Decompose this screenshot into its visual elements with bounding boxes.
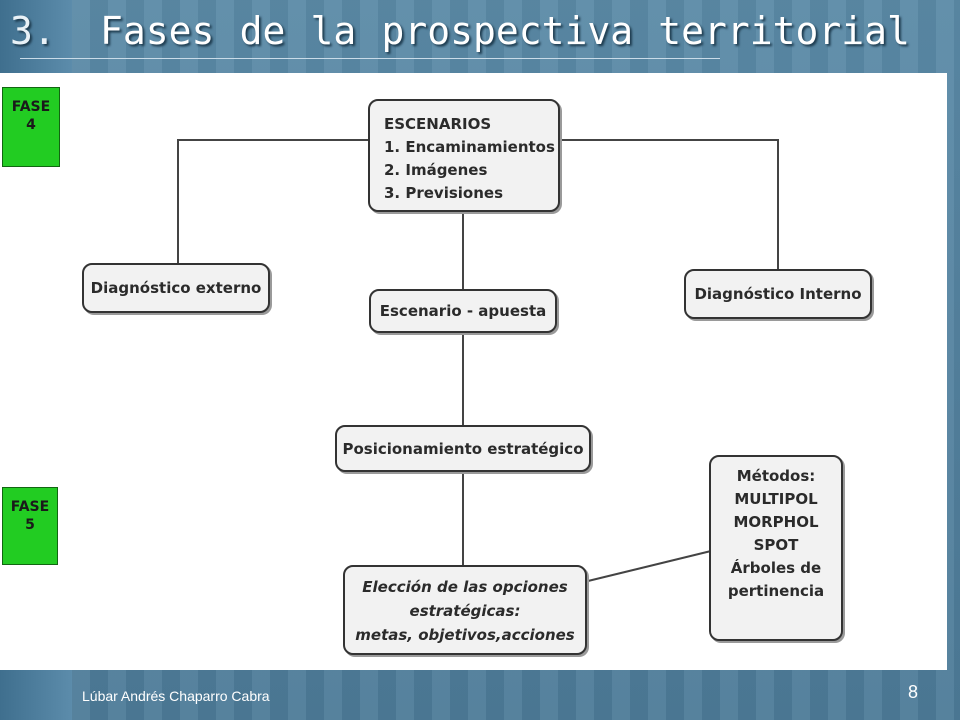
page-number: 8 bbox=[908, 682, 919, 702]
escenarios-item: 3. Previsiones bbox=[384, 184, 503, 202]
node-metodos: Métodos: MULTIPOL MORPHOL SPOT Árboles d… bbox=[709, 455, 843, 641]
diagnostico-interno-label: Diagnóstico Interno bbox=[694, 285, 862, 303]
title-word: de bbox=[239, 9, 286, 53]
connector-escenarios-interno bbox=[558, 139, 779, 269]
node-diagnostico-interno: Diagnóstico Interno bbox=[684, 269, 872, 319]
title-underline bbox=[20, 58, 720, 59]
node-escenarios: ESCENARIOS 1. Encaminamientos 2. Imágene… bbox=[368, 99, 560, 212]
eleccion-line: estratégicas: bbox=[409, 602, 521, 620]
node-diagnostico-externo: Diagnóstico externo bbox=[82, 263, 270, 313]
phase-badge-label: FASE bbox=[10, 499, 50, 515]
title-word: prospectiva bbox=[381, 9, 634, 53]
phase-badge-label: FASE bbox=[11, 99, 51, 115]
node-posicionamiento: Posicionamiento estratégico bbox=[335, 425, 591, 472]
footer-author: Lúbar Andrés Chaparro Cabra bbox=[82, 688, 270, 704]
metodos-line: MORPHOL bbox=[733, 513, 819, 531]
title-text: Fases de la prospectiva territorial bbox=[100, 4, 910, 58]
slide-title: 3. Fases de la prospectiva territorial bbox=[10, 4, 910, 58]
connector-escenarios-externo bbox=[177, 139, 370, 263]
eleccion-line: Elección de las opciones bbox=[362, 578, 568, 596]
metodos-line: Árboles de bbox=[730, 559, 822, 577]
escenarios-item: 2. Imágenes bbox=[384, 161, 488, 179]
phase-badge-fase-5: FASE 5 bbox=[2, 487, 58, 565]
connector-lines bbox=[177, 139, 779, 582]
title-word: la bbox=[310, 9, 357, 53]
metodos-line: pertinencia bbox=[727, 582, 825, 600]
metodos-line: SPOT bbox=[753, 536, 799, 554]
escenarios-heading: ESCENARIOS bbox=[384, 115, 492, 133]
node-escenario-apuesta: Escenario - apuesta bbox=[369, 289, 557, 333]
posicionamiento-label: Posicionamiento estratégico bbox=[342, 439, 584, 458]
phase-badge-fase-4: FASE 4 bbox=[2, 87, 60, 167]
phase-badge-number: 4 bbox=[26, 117, 36, 133]
title-word: Fases bbox=[100, 9, 215, 53]
phase-badge-number: 5 bbox=[25, 517, 35, 533]
title-number: 3. bbox=[10, 9, 56, 53]
connector-eleccion-metodos bbox=[587, 550, 712, 582]
diagnostico-externo-label: Diagnóstico externo bbox=[90, 279, 262, 297]
metodos-line: MULTIPOL bbox=[734, 490, 818, 508]
title-word: territorial bbox=[658, 9, 910, 53]
eleccion-line: metas, objetivos,acciones bbox=[355, 626, 575, 644]
escenario-apuesta-label: Escenario - apuesta bbox=[379, 302, 547, 320]
escenarios-item: 1. Encaminamientos bbox=[384, 138, 555, 156]
node-eleccion: Elección de las opciones estratégicas: m… bbox=[343, 565, 587, 655]
metodos-line: Métodos: bbox=[736, 467, 816, 485]
diagram-canvas: ESCENARIOS 1. Encaminamientos 2. Imágene… bbox=[0, 73, 947, 670]
